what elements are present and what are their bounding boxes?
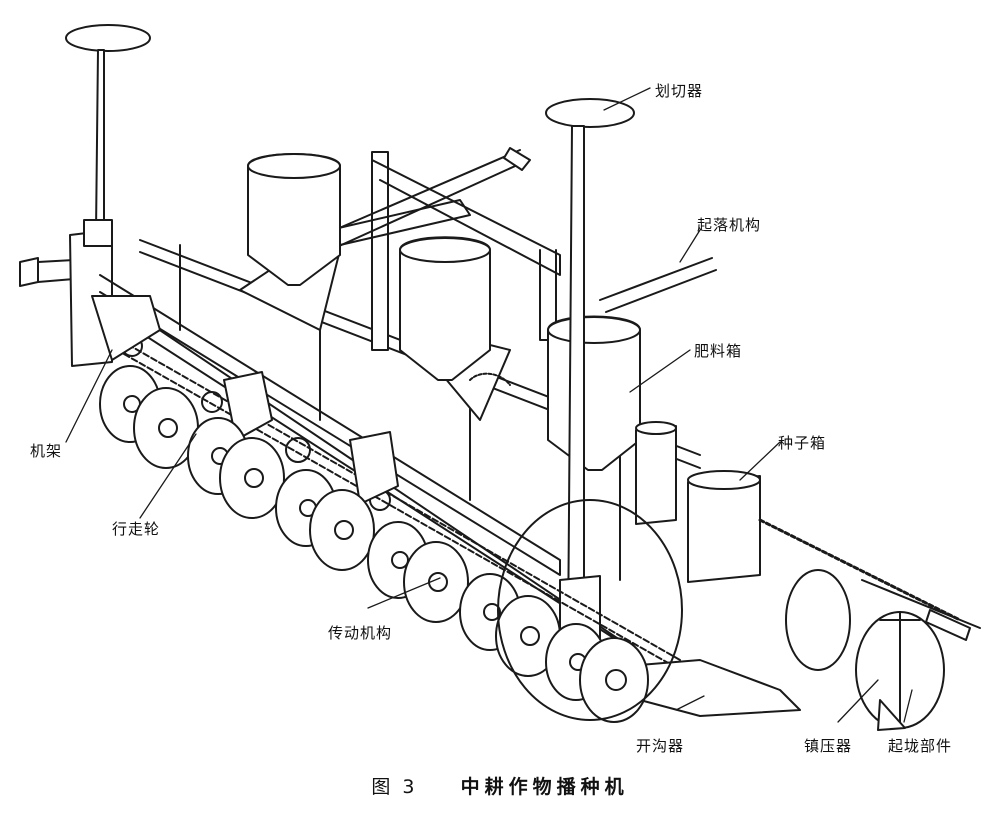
label-transmission: 传动机构 bbox=[328, 624, 393, 642]
lift-mechanism bbox=[299, 147, 717, 351]
label-seed-box: 种子箱 bbox=[778, 434, 827, 452]
label-ridging-part: 起垅部件 bbox=[888, 737, 953, 755]
ridging-parts bbox=[861, 579, 981, 731]
label-fertilizer-box: 肥料箱 bbox=[694, 342, 743, 360]
leader-lines bbox=[65, 87, 913, 723]
label-walking-wheel: 行走轮 bbox=[112, 520, 161, 538]
press-wheels bbox=[785, 569, 945, 729]
label-lift-mechanism: 起落机构 bbox=[697, 216, 762, 234]
figure-caption: 图 3 中耕作物播种机 bbox=[0, 772, 1000, 799]
label-furrow-opener: 开沟器 bbox=[636, 737, 685, 755]
transmission-mechanism bbox=[119, 335, 962, 673]
seed-boxes bbox=[635, 421, 761, 583]
label-frame: 机架 bbox=[30, 442, 63, 460]
large-disc bbox=[497, 499, 683, 721]
walking-wheels bbox=[99, 365, 649, 723]
label-cutter: 划切器 bbox=[655, 82, 704, 100]
cutter-discs bbox=[65, 24, 635, 653]
figure-title: 中耕作物播种机 bbox=[460, 776, 629, 798]
label-press-wheel: 镇压器 bbox=[804, 737, 853, 755]
figure-number: 图 3 bbox=[371, 776, 418, 798]
